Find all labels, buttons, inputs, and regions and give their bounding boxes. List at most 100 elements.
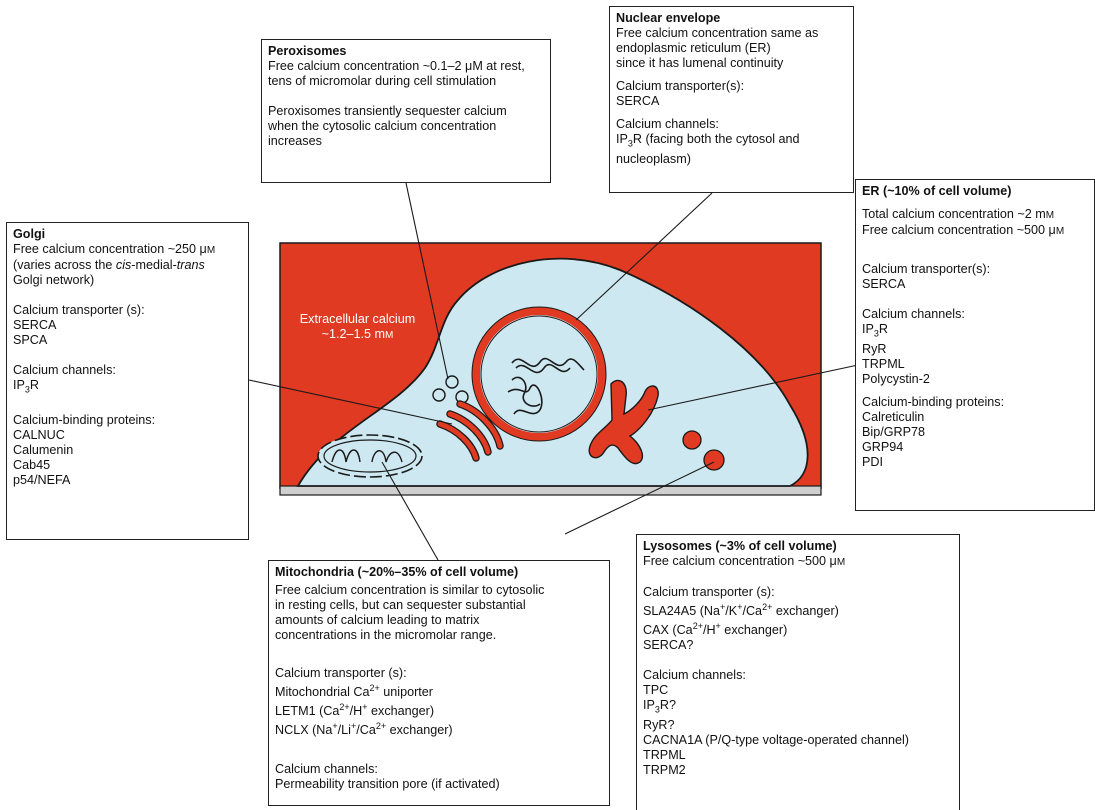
mitochondrion (317, 434, 423, 478)
lysosomes-callout: Lysosomes (~3% of cell volume) Free calc… (636, 534, 960, 810)
golgi-line: Calumenin (13, 442, 74, 457)
mitochondria-line: NCLX (Na+/Li+/Ca2+ exchanger) (275, 721, 453, 738)
peroxisomes-line: increases (268, 134, 322, 148)
nuclear-envelope-line: since it has lumenal continuity (616, 56, 784, 70)
leader-line-nuclear-envelope (575, 192, 713, 321)
dna-strand (507, 384, 543, 415)
mitochondria-title: Mitochondria (~20%–35% of cell volume) (275, 565, 519, 579)
dna-strand (515, 363, 571, 374)
er-line: PDI (862, 454, 883, 469)
lysosomes-line: TPC (643, 683, 669, 698)
peroxisomes-line: Free calcium concentration ~0.1–2 μM at … (268, 59, 525, 73)
golgi-line: p54/NEFA (13, 472, 71, 487)
peroxisomes-line: when the cytosolic calcium concentration (268, 119, 497, 133)
er-line: SERCA (862, 277, 906, 291)
golgi-apparatus (436, 400, 504, 462)
er-line: Free calcium concentration ~500 μM (862, 223, 1065, 237)
substrate-strip (279, 485, 822, 496)
lysosome (682, 430, 702, 450)
golgi-line: Calcium transporter (s): (13, 303, 145, 317)
nuclear-envelope-line: Calcium transporter(s): (616, 79, 745, 93)
lysosomes-line: Calcium transporter (s): (643, 585, 775, 599)
peroxisome (432, 388, 446, 402)
golgi-line: Calcium channels: (13, 363, 116, 377)
nuclear-envelope-line: nucleoplasm) (616, 151, 691, 166)
mitochondria-line: concentrations in the micromolar range. (275, 628, 497, 642)
mitochondria-line: LETM1 (Ca2+/H+ exchanger) (275, 702, 435, 719)
er-line: Calcium channels: (862, 307, 965, 321)
nuclear-envelope-line: Free calcium concentration same as (616, 26, 819, 40)
dna-strand (511, 357, 585, 371)
golgi-line: CALNUC (13, 427, 65, 442)
peroxisome (445, 375, 459, 389)
er-line: Total calcium concentration ~2 mM (862, 207, 1055, 221)
golgi-line: (varies across the cis-medial-trans (13, 258, 205, 272)
lysosomes-title: Lysosomes (~3% of cell volume) (643, 539, 837, 553)
mitochondria-line: Calcium channels: (275, 761, 378, 776)
lysosomes-line: Free calcium concentration ~500 μM (643, 554, 846, 568)
extracellular-calcium-label: Extracellular calcium ~1.2–1.5 mM (285, 312, 430, 343)
er-line: Calcium-binding proteins: (862, 394, 1005, 409)
mitochondria-line: in resting cells, but can sequester subs… (275, 598, 526, 612)
leader-line-mitochondria (381, 461, 439, 561)
leader-line-er (647, 364, 859, 411)
lysosomes-line: RyR? (643, 717, 675, 732)
golgi-title: Golgi (13, 227, 46, 241)
golgi-callout: Golgi Free calcium concentration ~250 μM… (6, 222, 249, 540)
lysosomes-line: TRPM2 (643, 762, 686, 777)
er-line: RyR (862, 341, 887, 356)
lysosomes-line: CACNA1A (P/Q-type voltage-operated chann… (643, 732, 910, 747)
dna-strand (511, 376, 541, 407)
golgi-line: Free calcium concentration ~250 μM (13, 242, 216, 256)
mitochondrial-cristae (331, 449, 403, 463)
er-title: ER (~10% of cell volume) (862, 184, 1012, 198)
lysosomes-line: IP3R? (643, 698, 677, 715)
golgi-line: Calcium-binding proteins: (13, 412, 156, 427)
lysosomes-line: TRPML (643, 747, 686, 762)
golgi-line: IP3R (13, 378, 40, 395)
er-line: Bip/GRP78 (862, 424, 925, 439)
leader-line-lysosomes (564, 461, 715, 535)
nucleus (472, 307, 606, 441)
peroxisomes-title: Peroxisomes (268, 44, 347, 58)
mitochondria-line: Calcium transporter (s): (275, 666, 407, 680)
nuclear-envelope-line: SERCA (616, 94, 660, 108)
mitochondria-callout: Mitochondria (~20%–35% of cell volume) F… (268, 560, 610, 806)
er-line: Calcium transporter(s): (862, 262, 991, 276)
mitochondria-line: amounts of calcium leading to matrix (275, 613, 480, 627)
er-line: IP3R (862, 322, 889, 339)
mitochondria-line: Mitochondrial Ca2+ uniporter (275, 683, 433, 700)
er-line: Polycystin-2 (862, 371, 930, 386)
golgi-line: SPCA (13, 333, 48, 347)
peroxisomes-line: tens of micromolar during cell stimulati… (268, 74, 497, 88)
extracellular-line2: ~1.2–1.5 mM (321, 327, 394, 341)
golgi-line: Golgi network) (13, 273, 95, 287)
golgi-line: SERCA (13, 318, 57, 332)
er-line: GRP94 (862, 439, 904, 454)
nuclear-envelope-title: Nuclear envelope (616, 11, 721, 25)
nuclear-envelope-line: IP3R (facing both the cytosol and (616, 132, 800, 149)
extracellular-line1: Extracellular calcium (299, 312, 416, 326)
er-line: TRPML (862, 356, 905, 371)
mitochondria-line: Free calcium concentration is similar to… (275, 583, 545, 597)
mitochondrion-inner-membrane (323, 439, 417, 473)
golgi-line: Cab45 (13, 457, 51, 472)
leader-line-peroxisomes (405, 182, 449, 380)
nuclear-inner-membrane (480, 315, 598, 433)
mitochondria-line: Permeability transition pore (if activat… (275, 776, 500, 791)
leader-line-golgi (248, 379, 453, 425)
nuclear-outer-membrane (471, 306, 607, 442)
lysosomes-line: CAX (Ca2+/H+ exchanger) (643, 621, 788, 638)
peroxisomes-line: Peroxisomes transiently sequester calciu… (268, 104, 507, 118)
endoplasmic-reticulum (588, 379, 659, 465)
nuclear-envelope-line: Calcium channels: (616, 117, 719, 131)
lysosomes-line: SERCA? (643, 638, 694, 653)
lysosomes-line: Calcium channels: (643, 668, 746, 683)
er-callout: ER (~10% of cell volume) Total calcium c… (855, 179, 1095, 511)
lysosome (703, 449, 725, 471)
peroxisomes-callout: Peroxisomes Free calcium concentration ~… (261, 39, 551, 183)
er-line: Calreticulin (862, 409, 925, 424)
nuclear-envelope-callout: Nuclear envelope Free calcium concentrat… (609, 6, 854, 193)
lysosomes-line: SLA24A5 (Na+/K+/Ca2+ exchanger) (643, 602, 839, 619)
